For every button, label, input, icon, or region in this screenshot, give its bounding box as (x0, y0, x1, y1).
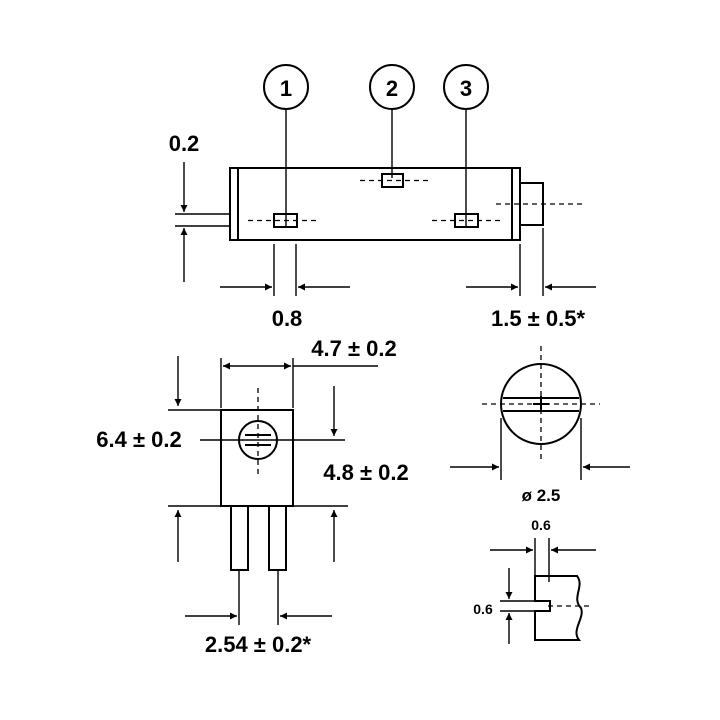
dim-body-height: 4.8 ± 0.2 (323, 460, 408, 485)
pin-3-label: 3 (460, 76, 472, 101)
pin-left (230, 505, 249, 571)
pin-1-label: 1 (280, 76, 292, 101)
dim-pad-width: 0.8 (272, 306, 303, 331)
dim-slot-depth: 0.6 (473, 601, 493, 617)
dim-body-width: 4.7 ± 0.2 (311, 336, 396, 361)
front-body-outline (220, 409, 294, 507)
pin-right (268, 505, 287, 571)
slot-detail-view: 0.6 0.6 (473, 517, 596, 644)
pin-2-callout: 2 (369, 64, 415, 178)
shaft-detail-circle (500, 363, 582, 445)
front-view: 4.7 ± 0.2 6.4 ± 0.2 4.8 ± 0.2 (96, 336, 408, 657)
top-body-outline (229, 167, 521, 241)
pin-3-callout: 3 (443, 64, 489, 228)
pin-2-label: 2 (386, 76, 398, 101)
dim-lead-offset: 0.2 (169, 131, 200, 156)
shaft-detail-view: ø 2.5 (450, 346, 630, 505)
slot-profile (534, 575, 583, 641)
dim-shaft-diameter: ø 2.5 (522, 486, 561, 505)
pin-1-callout: 1 (263, 64, 309, 228)
dim-shaft-height: 6.4 ± 0.2 (96, 427, 181, 452)
dim-pin-pitch: 2.54 ± 0.2* (205, 632, 312, 657)
dim-adjust-offset: 1.5 ± 0.5* (491, 306, 585, 331)
top-view: 1 2 3 0.2 (169, 64, 596, 331)
dim-slot-width: 0.6 (531, 517, 551, 533)
